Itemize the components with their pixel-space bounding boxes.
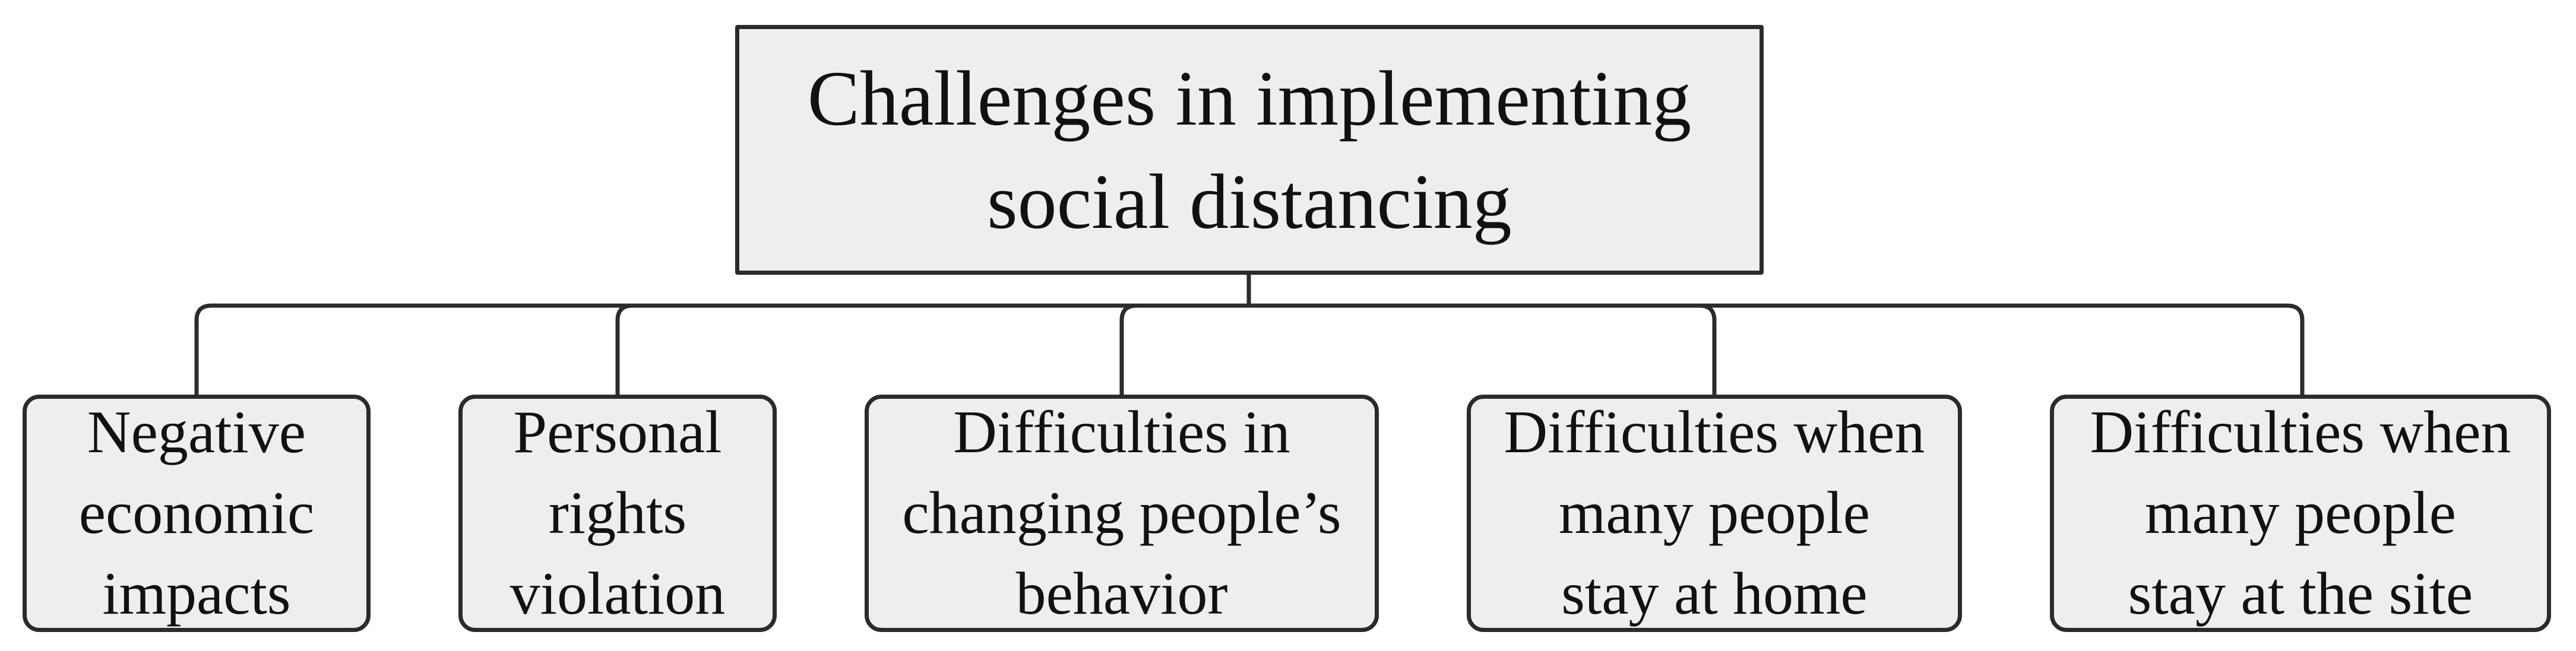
root-node-label: Challenges in implementing social distan… — [807, 54, 1692, 245]
root-node: Challenges in implementing social distan… — [735, 25, 1764, 275]
child-node-label: Difficulties when many people stay at th… — [2090, 399, 2511, 627]
child-node-label: Difficulties when many people stay at ho… — [1504, 399, 1925, 627]
child-node-label: Difficulties in changing people’s behavi… — [902, 399, 1341, 627]
child-node-stay-at-site: Difficulties when many people stay at th… — [2050, 395, 2551, 632]
child-node-label: Negative economic impacts — [78, 399, 315, 627]
child-node-negative-economic-impacts: Negative economic impacts — [23, 395, 371, 632]
child-node-changing-behavior: Difficulties in changing people’s behavi… — [865, 395, 1379, 632]
branch-drop-4 — [1697, 303, 1717, 397]
child-node-label: Personal rights violation — [509, 399, 726, 627]
child-node-stay-at-home: Difficulties when many people stay at ho… — [1467, 395, 1962, 632]
horizontal-branch — [194, 303, 2305, 397]
branch-drop-3 — [1119, 303, 1139, 397]
child-node-personal-rights-violation: Personal rights violation — [458, 395, 777, 632]
branch-drop-2 — [615, 303, 635, 397]
